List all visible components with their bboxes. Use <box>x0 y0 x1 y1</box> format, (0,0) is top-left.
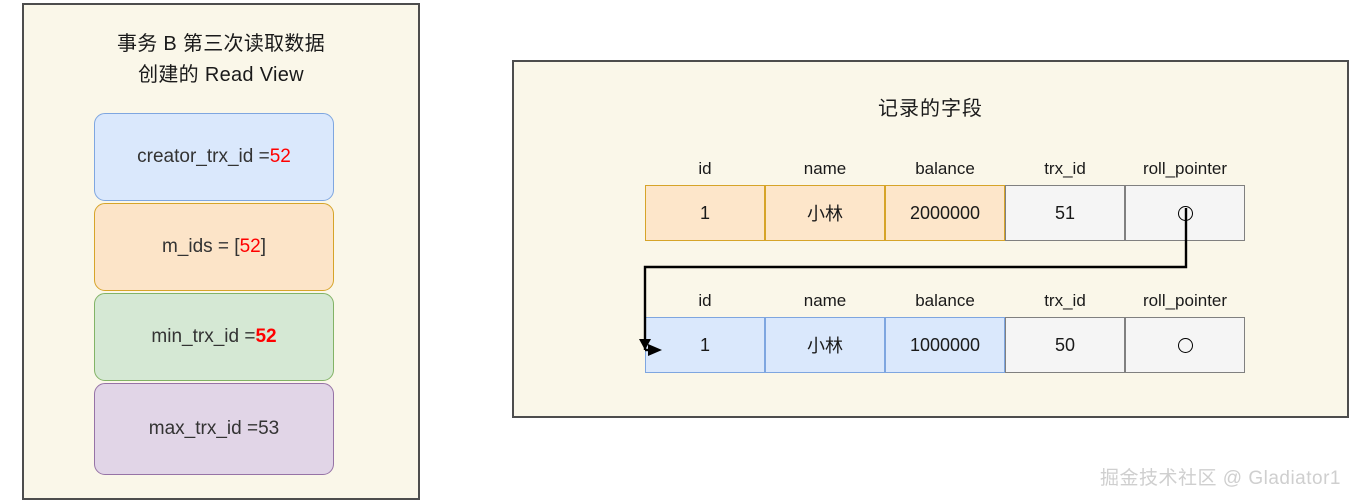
field-label-suffix: ] <box>260 236 267 257</box>
read-view-panel: 事务 B 第三次读取数据 创建的 Read View creator_trx_i… <box>22 3 420 500</box>
column-header-balance: balance <box>915 159 975 178</box>
cell-trx-id: 50 <box>1005 317 1125 373</box>
record-table-undo: id name balance trx_id roll_pointer 1 小林… <box>645 289 1245 373</box>
column-header-balance: balance <box>915 291 975 310</box>
cell-trx-id: 51 <box>1005 185 1125 241</box>
readview-field-m-ids: m_ids = [52] <box>94 203 334 291</box>
record-fields-title: 记录的字段 <box>878 98 983 120</box>
cell-roll-pointer <box>1125 317 1245 373</box>
column-header-roll-pointer: roll_pointer <box>1142 159 1228 178</box>
cell-name: 小林 <box>765 185 885 241</box>
table-header-row: id name balance trx_id roll_pointer <box>645 157 1245 185</box>
roll-pointer-circle-icon <box>1177 205 1193 221</box>
field-label: max_trx_id = <box>148 418 259 439</box>
readview-field-creator-trx-id: creator_trx_id = 52 <box>94 113 334 201</box>
readview-field-max-trx-id: max_trx_id = 53 <box>94 383 334 475</box>
cell-id: 1 <box>645 317 765 373</box>
column-header-roll-pointer: roll_pointer <box>1142 291 1228 310</box>
cell-balance: 1000000 <box>885 317 1005 373</box>
watermark-text: 掘金技术社区 @ Gladiator1 <box>1099 468 1341 489</box>
column-header-trx-id: trx_id <box>1044 291 1086 310</box>
field-label: min_trx_id = <box>151 326 256 347</box>
field-value: 52 <box>269 146 291 167</box>
table-row: 1 小林 1000000 50 <box>645 317 1245 373</box>
field-value: 53 <box>258 418 280 439</box>
field-label: creator_trx_id = <box>137 146 270 167</box>
cell-balance: 2000000 <box>885 185 1005 241</box>
column-header-name: name <box>803 291 847 310</box>
field-value: 52 <box>239 236 261 257</box>
column-header-trx-id: trx_id <box>1044 159 1086 178</box>
table-row: 1 小林 2000000 51 <box>645 185 1245 241</box>
cell-id: 1 <box>645 185 765 241</box>
field-label: m_ids = [ <box>161 236 240 257</box>
cell-name: 小林 <box>765 317 885 373</box>
field-value: 52 <box>255 326 277 347</box>
column-header-id: id <box>698 159 712 178</box>
readview-field-min-trx-id: min_trx_id = 52 <box>94 293 334 381</box>
read-view-title: 事务 B 第三次读取数据 创建的 Read View <box>116 33 326 86</box>
table-header-row: id name balance trx_id roll_pointer <box>645 289 1245 317</box>
record-table-current: id name balance trx_id roll_pointer 1 小林… <box>645 157 1245 241</box>
column-header-name: name <box>803 159 847 178</box>
roll-pointer-circle-icon <box>1177 337 1193 353</box>
cell-roll-pointer <box>1125 185 1245 241</box>
column-header-id: id <box>698 291 712 310</box>
